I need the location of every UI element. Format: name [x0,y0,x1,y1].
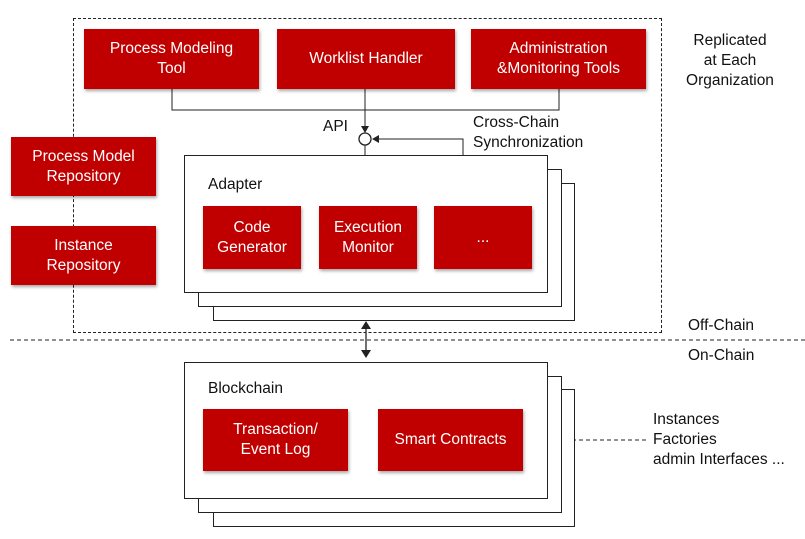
adapter-title: Adapter [208,176,263,193]
code-generator-box: Code Generator [203,206,301,269]
instance-repository-box: Instance Repository [11,226,156,285]
more-components-box: ... [434,206,532,269]
admin-monitoring-tools-box: Administration &Monitoring Tools [471,29,646,89]
execution-monitor-box: Execution Monitor [319,206,417,269]
api-interface-circle [358,132,372,146]
sync-arrow-line [378,138,464,155]
replicated-label: Replicated at Each Organization [686,32,774,89]
cross-chain-sync-label: Cross-Chain Synchronization [473,114,584,151]
transaction-event-log-box: Transaction/ Event Log [203,409,348,471]
on-chain-label: On-Chain [688,347,755,364]
worklist-arrowhead [361,126,369,133]
worklist-handler-box: Worklist Handler [277,29,455,89]
link-arrowhead-up [361,321,371,329]
smart-contracts-box: Smart Contracts [378,409,523,471]
process-model-repository-box: Process Model Repository [11,137,156,196]
process-modeling-tool-box: Process Modeling Tool [84,29,259,89]
api-label: API [323,118,348,135]
contracts-note: Instances Factories admin Interfaces ... [653,411,785,468]
blockchain-title: Blockchain [208,380,283,397]
sync-arrowhead [372,135,379,143]
link-arrowhead-down [361,350,371,358]
off-chain-label: Off-Chain [688,317,755,334]
